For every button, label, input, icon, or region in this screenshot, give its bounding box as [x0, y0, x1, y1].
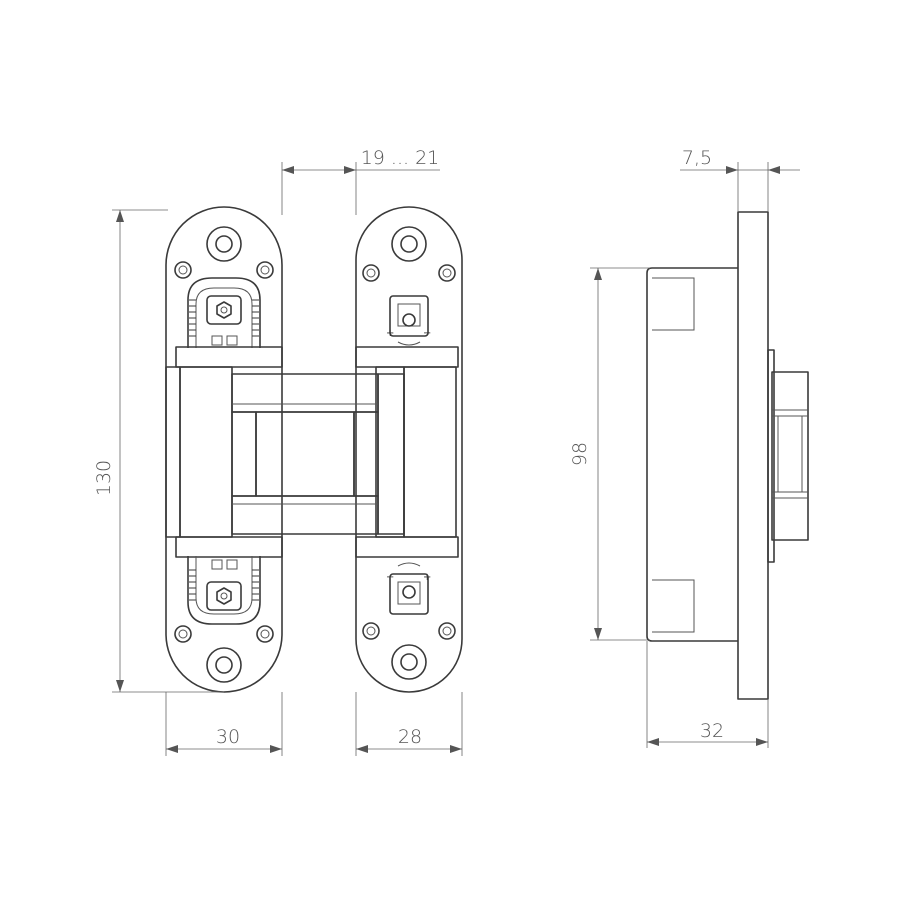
side-depth-label: 32 [700, 720, 724, 742]
dimension-right-width: 28 [355, 692, 463, 756]
dimension-body-height: 98 [569, 267, 650, 641]
dimension-overall-height: 130 [93, 209, 224, 693]
right-width-label: 28 [398, 726, 422, 748]
side-thickness-label: 7,5 [682, 147, 712, 169]
left-hinge-leaf [165, 206, 283, 693]
overall-height-label: 130 [93, 460, 115, 496]
minus-mark-top: − [423, 328, 431, 339]
body-height-label: 98 [569, 442, 591, 466]
plus-mark-bottom: + [423, 572, 431, 583]
left-width-label: 30 [216, 726, 240, 748]
bottom-hatch-left [189, 569, 259, 601]
right-hinge-leaf: + − − + [355, 206, 463, 693]
side-view-hinge [646, 211, 809, 700]
gap-range-label: 19 ... 21 [361, 147, 440, 169]
dimension-gap: 19 ... 21 [281, 147, 440, 215]
top-hatch-left [189, 299, 259, 337]
hinge-linkage [231, 373, 405, 535]
dimension-left-width: 30 [165, 692, 283, 756]
dimension-side-thickness: 7,5 [680, 147, 800, 212]
plus-mark-top: + [386, 328, 394, 339]
dimension-side-depth: 32 [646, 641, 769, 748]
